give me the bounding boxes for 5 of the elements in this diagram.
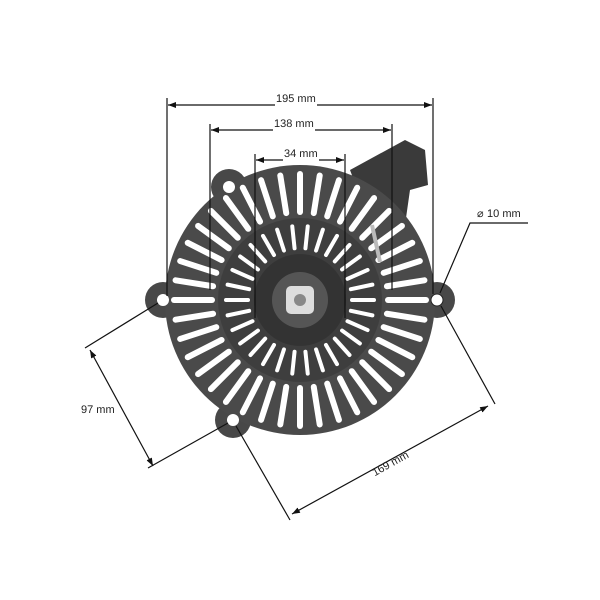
dimension-label: 169 mm — [369, 448, 412, 480]
dimension-label: 34 mm — [283, 148, 319, 161]
dimension-label: 195 mm — [275, 93, 317, 106]
dimension-label: 138 mm — [273, 118, 315, 131]
leader-line — [439, 222, 528, 294]
